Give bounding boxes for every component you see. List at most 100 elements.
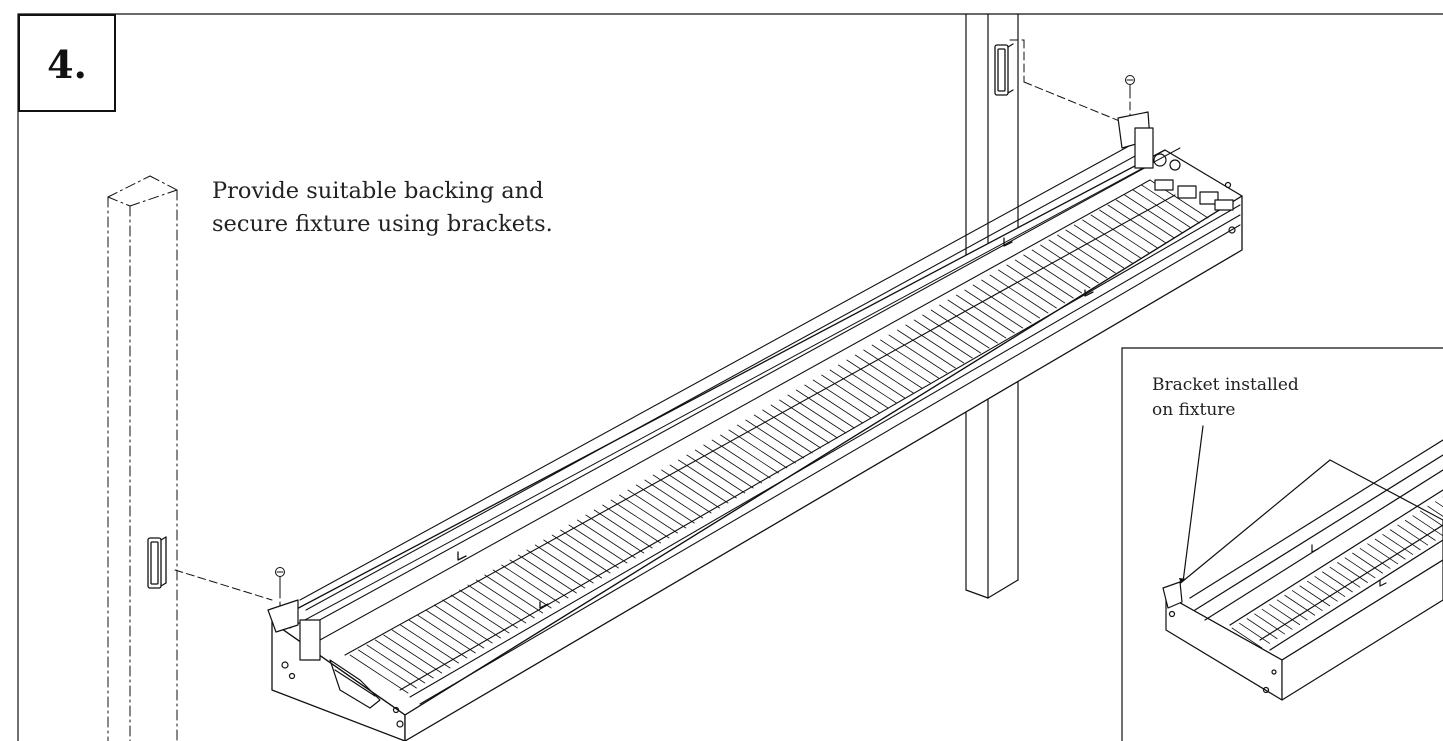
louvre-slat	[998, 269, 1057, 309]
inset-caption-line-2: on fixture	[1152, 400, 1236, 420]
louvre-slat	[829, 369, 889, 409]
louvre-slat	[947, 299, 1007, 339]
louvre-slat	[762, 409, 822, 449]
louvre-slat	[1269, 604, 1301, 626]
louvre-slat	[661, 469, 720, 509]
louvre-slat	[888, 334, 948, 374]
louvre-slat	[1107, 204, 1167, 244]
louvre-slat	[871, 344, 931, 384]
louvre-slat	[492, 569, 552, 609]
louvre-slat	[863, 349, 923, 389]
bracket-left-alignment	[174, 569, 281, 616]
page-frame	[17, 13, 1443, 741]
louvre-slat	[981, 279, 1040, 319]
louvre-slat	[593, 509, 653, 549]
louvre-slat	[1006, 264, 1066, 304]
louvre-slat	[905, 324, 965, 364]
wall-stud-left	[107, 175, 178, 741]
louvre-slat	[955, 294, 1015, 334]
louvre-slat	[416, 614, 476, 654]
louvre-slat	[442, 599, 502, 639]
louvre-slat	[1090, 214, 1150, 254]
louvre-slat	[610, 499, 670, 539]
louvre-slat	[391, 629, 451, 669]
louvre-slat	[745, 419, 805, 459]
louvre-slat	[602, 504, 662, 544]
louvre-slat	[972, 284, 1032, 324]
louvre-slat	[720, 434, 779, 474]
louvre-slat	[711, 439, 771, 479]
louvre-slat	[1124, 194, 1184, 234]
louvre-slat	[678, 459, 737, 499]
louvre-slat	[568, 524, 628, 564]
louvre-slat	[1261, 608, 1293, 630]
louvre-slat	[1382, 534, 1414, 555]
louvre-slat	[467, 584, 527, 624]
louvre-slat	[1397, 524, 1429, 546]
louvre-slat	[846, 359, 906, 399]
louvre-slat	[374, 639, 434, 679]
louvre-slat	[1352, 552, 1383, 574]
louvre-slat	[400, 624, 459, 664]
louvre-slat	[619, 494, 678, 534]
louvre-slat	[838, 364, 897, 404]
louvre-slat	[543, 539, 603, 579]
louvre-slat	[1014, 259, 1074, 299]
inset-caption-line-1: Bracket installed	[1152, 375, 1299, 395]
louvre-slat	[989, 274, 1049, 314]
louvre-slat	[433, 604, 493, 644]
fixture-end-right	[1117, 111, 1236, 234]
louvre-slat	[1337, 562, 1368, 583]
louvre-slat	[795, 389, 855, 429]
louvre-slat	[939, 304, 998, 344]
inset-fixture-louvre	[1231, 496, 1443, 649]
louvre-slat	[1048, 239, 1108, 279]
louvre-slat	[1306, 580, 1338, 602]
louvre-slat	[1291, 590, 1323, 611]
bracket-left	[147, 536, 167, 589]
louvre-slat	[669, 464, 729, 504]
louvre-slat	[652, 474, 712, 514]
louvre-slat	[804, 384, 864, 424]
louvre-slat	[1231, 627, 1263, 649]
louvre-slat	[854, 354, 914, 394]
louvre-slat	[1359, 548, 1391, 569]
louvre-slat	[1141, 184, 1200, 224]
louvre-slat	[964, 289, 1024, 329]
louvre-slat	[1023, 254, 1083, 294]
inset-fixture	[1162, 439, 1443, 701]
louvre-slat	[358, 649, 417, 689]
louvre-slat	[770, 404, 830, 444]
louvre-slat	[1344, 557, 1376, 579]
louvre-slat	[501, 564, 560, 604]
louvre-slat	[930, 309, 990, 349]
louvre-slat	[896, 329, 956, 369]
louvre-slat	[913, 319, 973, 359]
light-fixture	[267, 111, 1243, 741]
louvre-slat	[1115, 199, 1175, 239]
louvre-slat	[560, 529, 619, 569]
louvre-slat	[686, 454, 746, 494]
louvre-slat	[1314, 576, 1346, 597]
louvre-slat	[1367, 543, 1399, 565]
louvre-slat	[779, 399, 838, 439]
louvre-slat	[880, 339, 939, 379]
louvre-slat	[576, 519, 636, 559]
louvre-slat	[821, 374, 880, 414]
louvre-slat	[787, 394, 847, 434]
louvre-slat	[1040, 244, 1099, 284]
instruction-text: Provide suitable backing and secure fixt…	[212, 175, 553, 241]
louvre-slat	[1056, 234, 1116, 274]
louvre-slat	[1082, 219, 1142, 259]
louvre-slat	[349, 654, 409, 694]
louvre-slat	[1073, 224, 1133, 264]
louvre-slat	[518, 554, 577, 594]
louvre-slat	[1254, 613, 1286, 635]
bracket-right	[994, 43, 1014, 96]
louvre-slat	[1276, 599, 1308, 621]
louvre-slat	[1419, 510, 1443, 527]
fixture-louvre	[349, 179, 1209, 694]
screw-right	[1125, 75, 1135, 97]
louvre-slat	[551, 534, 611, 574]
louvre-slat	[1246, 618, 1278, 640]
